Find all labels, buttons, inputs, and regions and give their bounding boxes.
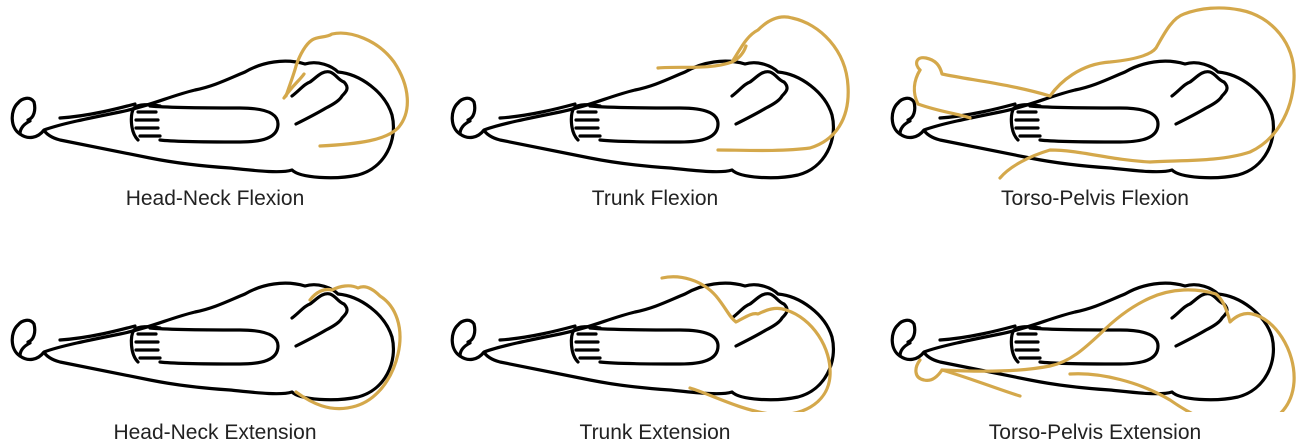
panel-caption: Trunk Extension <box>440 421 870 445</box>
panel-caption: Head-Neck Extension <box>0 421 430 445</box>
infant-figure <box>880 0 1310 190</box>
infant-figure <box>880 222 1310 412</box>
panel-torso-pelvis-extension: Torso-Pelvis Extension <box>880 222 1310 444</box>
panel-caption: Trunk Flexion <box>440 187 870 211</box>
panel-torso-pelvis-flexion: Torso-Pelvis Flexion <box>880 0 1310 222</box>
panel-head-neck-flexion: Head-Neck Flexion <box>0 0 430 222</box>
movement-outline <box>917 8 1294 178</box>
panel-head-neck-extension: Head-Neck Extension <box>0 222 430 444</box>
panel-trunk-flexion: Trunk Flexion <box>440 0 870 222</box>
panel-caption: Torso-Pelvis Extension <box>880 421 1310 445</box>
panel-caption: Torso-Pelvis Flexion <box>880 187 1310 211</box>
movement-outline <box>658 17 848 151</box>
infant-figure <box>440 0 870 190</box>
infant-figure <box>0 0 430 190</box>
panel-caption: Head-Neck Flexion <box>0 187 430 211</box>
infant-figure <box>0 222 430 412</box>
movement-outline <box>916 290 1294 412</box>
panel-trunk-extension: Trunk Extension <box>440 222 870 444</box>
infant-figure <box>440 222 870 412</box>
